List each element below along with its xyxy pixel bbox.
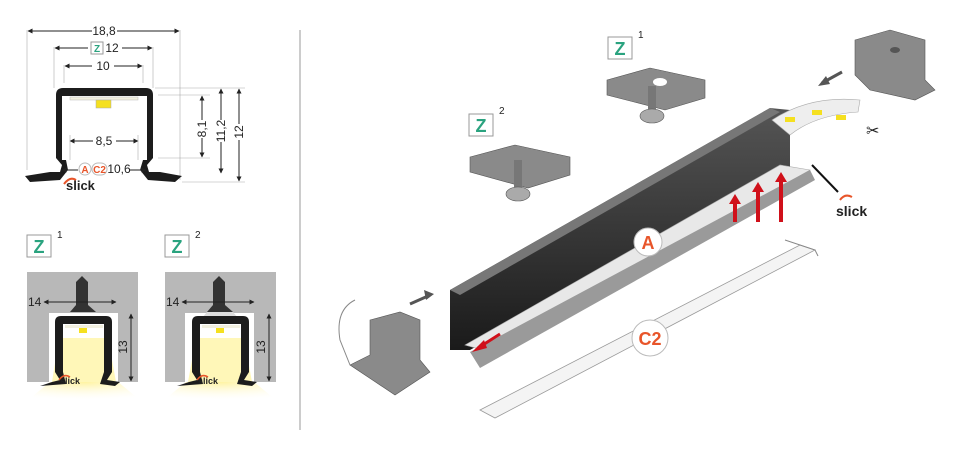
z-badge [468, 113, 494, 137]
z-badge [164, 234, 190, 258]
z-badge [607, 36, 633, 60]
badge-a [633, 227, 663, 257]
profile-shape [40, 316, 120, 386]
slick-logo-icon [839, 194, 853, 201]
screw [639, 108, 665, 124]
profile-shape [25, 88, 182, 182]
dim-width: 14 [166, 295, 180, 309]
end-cap-left [349, 311, 431, 396]
z-badge [26, 234, 52, 258]
arrow-icon [818, 76, 830, 86]
dim-height-inner: 8,1 [195, 120, 209, 137]
slick-logo-icon [58, 374, 71, 381]
svg-text:1: 1 [57, 230, 63, 241]
dim-width-total: 18,8 [92, 24, 116, 38]
svg-text:A: A [642, 233, 655, 253]
svg-text:C2: C2 [638, 329, 661, 349]
slick-logo-icon [196, 374, 209, 381]
brand-slick: slick [836, 203, 867, 219]
insert-arrows [472, 172, 787, 352]
dim-height: 13 [116, 340, 130, 354]
svg-text:slick: slick [60, 376, 81, 386]
svg-text:1: 1 [638, 30, 644, 41]
exploded-view: C2 A ✂ slick Z 1 [338, 29, 936, 419]
led-strip [771, 98, 861, 136]
dim-height: 13 [254, 340, 268, 354]
svg-text:C2: C2 [93, 165, 106, 176]
svg-text:2: 2 [499, 106, 505, 117]
z-badge-small [90, 41, 104, 55]
mount-variant-1: Z 1 14 13 slick [26, 230, 140, 400]
dim-width-z: 12 [105, 41, 119, 55]
svg-text:Z: Z [172, 237, 183, 257]
brand-slick: slick [66, 178, 96, 193]
mount-variant-2: Z 2 14 13 slick [164, 230, 276, 400]
dim-height-mid: 11,2 [214, 119, 228, 142]
profile-shape [177, 316, 257, 386]
svg-text:A: A [81, 165, 88, 176]
svg-text:slick: slick [198, 376, 219, 386]
svg-text:Z: Z [615, 39, 626, 59]
dim-width-inner-top: 10 [96, 59, 110, 73]
svg-text:Z: Z [34, 237, 45, 257]
badge-c2 [631, 319, 669, 357]
dim-width-opening: 10,6 [107, 162, 131, 176]
badge-c2-small [91, 162, 108, 176]
end-cap-right [854, 29, 936, 101]
scissors-icon: ✂ [866, 123, 879, 140]
svg-text:2: 2 [195, 230, 201, 241]
led-strip [69, 96, 139, 101]
arrow-icon [424, 290, 434, 300]
dim-width-inner: 8,5 [96, 134, 113, 148]
badge-a-small [78, 162, 92, 176]
cross-section-drawing: 18,8 Z 12 10 8,5 A C2 10,6 slick 8,1 [25, 24, 246, 193]
slick-logo-icon [63, 177, 77, 185]
dim-width: 14 [28, 295, 42, 309]
svg-text:Z: Z [476, 116, 487, 136]
profile-body [450, 108, 790, 350]
led-chip [95, 99, 112, 109]
dim-height-total: 12 [232, 125, 246, 139]
svg-text:Z: Z [94, 44, 100, 55]
screw [505, 186, 531, 202]
